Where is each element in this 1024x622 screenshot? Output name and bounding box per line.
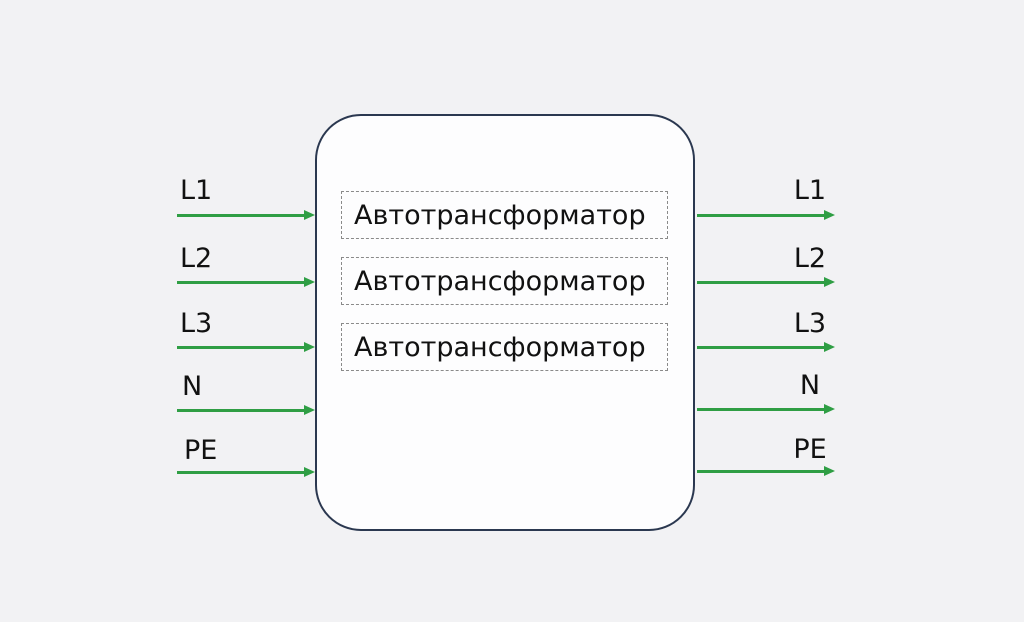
output-label-n: N [799, 370, 821, 401]
autotransformer-module-3: Автотрансформатор [341, 323, 668, 371]
output-arrow-l1 [697, 210, 835, 220]
input-arrow-l1 [177, 210, 315, 220]
autotransformer-module-1-label: Автотрансформатор [354, 199, 646, 231]
input-label-pe: PE [184, 435, 218, 466]
input-label-n: N [182, 371, 203, 402]
autotransformer-module-2: Автотрансформатор [341, 257, 668, 305]
input-arrow-pe [177, 467, 315, 477]
input-arrow-l3 [177, 342, 315, 352]
autotransformer-module-2-label: Автотрансформатор [354, 265, 646, 297]
input-label-l3: L3 [180, 308, 213, 339]
output-label-l1: L1 [793, 175, 827, 206]
autotransformer-module-3-label: Автотрансформатор [354, 331, 646, 363]
output-arrow-l2 [697, 277, 835, 287]
output-arrow-n [697, 404, 835, 414]
device-body [315, 114, 695, 531]
output-label-pe: PE [793, 434, 827, 465]
input-label-l2: L2 [180, 243, 213, 274]
autotransformer-module-1: Автотрансформатор [341, 191, 668, 239]
input-arrow-n [177, 405, 315, 415]
output-arrow-pe [697, 466, 835, 476]
output-arrow-l3 [697, 342, 835, 352]
output-label-l3: L3 [793, 308, 827, 339]
input-arrow-l2 [177, 277, 315, 287]
input-label-l1: L1 [180, 175, 213, 206]
output-label-l2: L2 [793, 243, 827, 274]
